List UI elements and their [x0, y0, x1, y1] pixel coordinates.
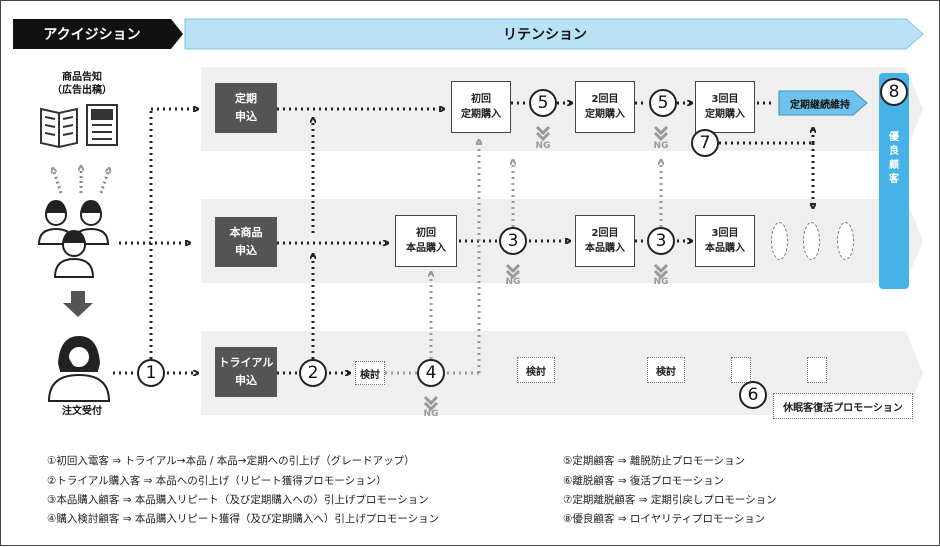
marker-3: 3 [499, 227, 527, 255]
acquisition-title: アクイジション [43, 27, 141, 43]
teiki-first-box: 初回 定期購入 [451, 81, 511, 133]
ng-label: NG [505, 277, 521, 287]
ad-label: 商品告知 （広告出稿） [52, 72, 112, 96]
kentou-box: 検討 [355, 361, 385, 385]
order-label: 注文受付 [62, 406, 102, 417]
arrows-up-icon [53, 167, 109, 194]
marker-2: 2 [299, 359, 327, 387]
ng-label: NG [653, 277, 669, 287]
future-purchase-oval [803, 222, 820, 260]
dormant-box [807, 357, 827, 383]
promotion-lines [385, 141, 661, 375]
legend-item-1: ①初回入電客 ⇒ トライアル→本品 / 本品→定期への引上げ（グレードアップ） [47, 455, 415, 467]
people-icon [37, 199, 110, 278]
teiki-continue-label: 定期継続維持 [790, 99, 850, 111]
retention-title: リテンション [503, 27, 587, 43]
marker-8: 8 [880, 78, 908, 106]
ng-label: NG [423, 409, 439, 419]
legend-item-3: ③本品購入顧客 ⇒ 本品購入リピート（及び定期購入への）引上げプロモーション [47, 494, 429, 506]
ng-chevrons [423, 125, 669, 412]
marker-7: 7 [691, 129, 719, 157]
teiki-continue-arrow [778, 90, 868, 116]
legend-item-2: ②トライアル購入客 ⇒ 本品への引上げ（リピート獲得プロモーション） [47, 475, 387, 487]
marker-1: 1 [137, 359, 165, 387]
kentou-box: 検討 [517, 357, 555, 383]
future-purchase-oval [771, 222, 788, 260]
hon-third-box: 3回目 本品購入 [695, 215, 755, 267]
marker-5: 5 [529, 89, 557, 117]
trial-start-box: トライアル 申込 [215, 347, 277, 397]
legend-item-4: ④購入検討顧客 ⇒ 本品購入リピート獲得（及び定期購入へ）引上げプロモーション [47, 513, 440, 525]
marker-3: 3 [647, 227, 675, 255]
ng-label: NG [535, 141, 551, 151]
yuryo-label: 優 良 顧 客 [889, 132, 899, 185]
teiki-start-box: 定期 申込 [215, 83, 277, 133]
newspaper-icon [40, 104, 118, 149]
flow-lines [113, 103, 813, 373]
acquisition-header-shape [13, 19, 183, 49]
honshohin-start-box: 本商品 申込 [215, 217, 277, 267]
dormant-box [731, 357, 751, 383]
legend-item-5: ⑤定期顧客 ⇒ 離脱防止プロモーション [563, 455, 746, 467]
legend-item-6: ⑥離脱顧客 ⇒ 復活プロモーション [563, 475, 725, 487]
ng-label: NG [653, 141, 669, 151]
kentou-box: 検討 [647, 357, 685, 383]
teiki-third-box: 3回目 定期購入 [695, 81, 755, 133]
marker-4: 4 [417, 359, 445, 387]
marker-6: 6 [739, 381, 767, 409]
hon-second-box: 2回目 本品購入 [575, 215, 635, 267]
yuryo-bar [879, 73, 909, 289]
down-arrow-icon [63, 291, 93, 317]
retention-header-shape [184, 18, 924, 50]
legend-item-7: ⑦定期離脱顧客 ⇒ 定期引戻しプロモーション [563, 494, 777, 506]
teiki-second-box: 2回目 定期購入 [575, 81, 635, 133]
legend-item-8: ⑧優良顧客 ⇒ ロイヤリティプロモーション [563, 513, 766, 525]
future-purchase-oval [837, 222, 854, 260]
hon-first-box: 初回 本品購入 [395, 215, 457, 267]
kyumin-revival-box: 休眠客復活プロモーション [773, 393, 913, 419]
operator-icon [47, 335, 111, 402]
marker-5: 5 [649, 89, 677, 117]
